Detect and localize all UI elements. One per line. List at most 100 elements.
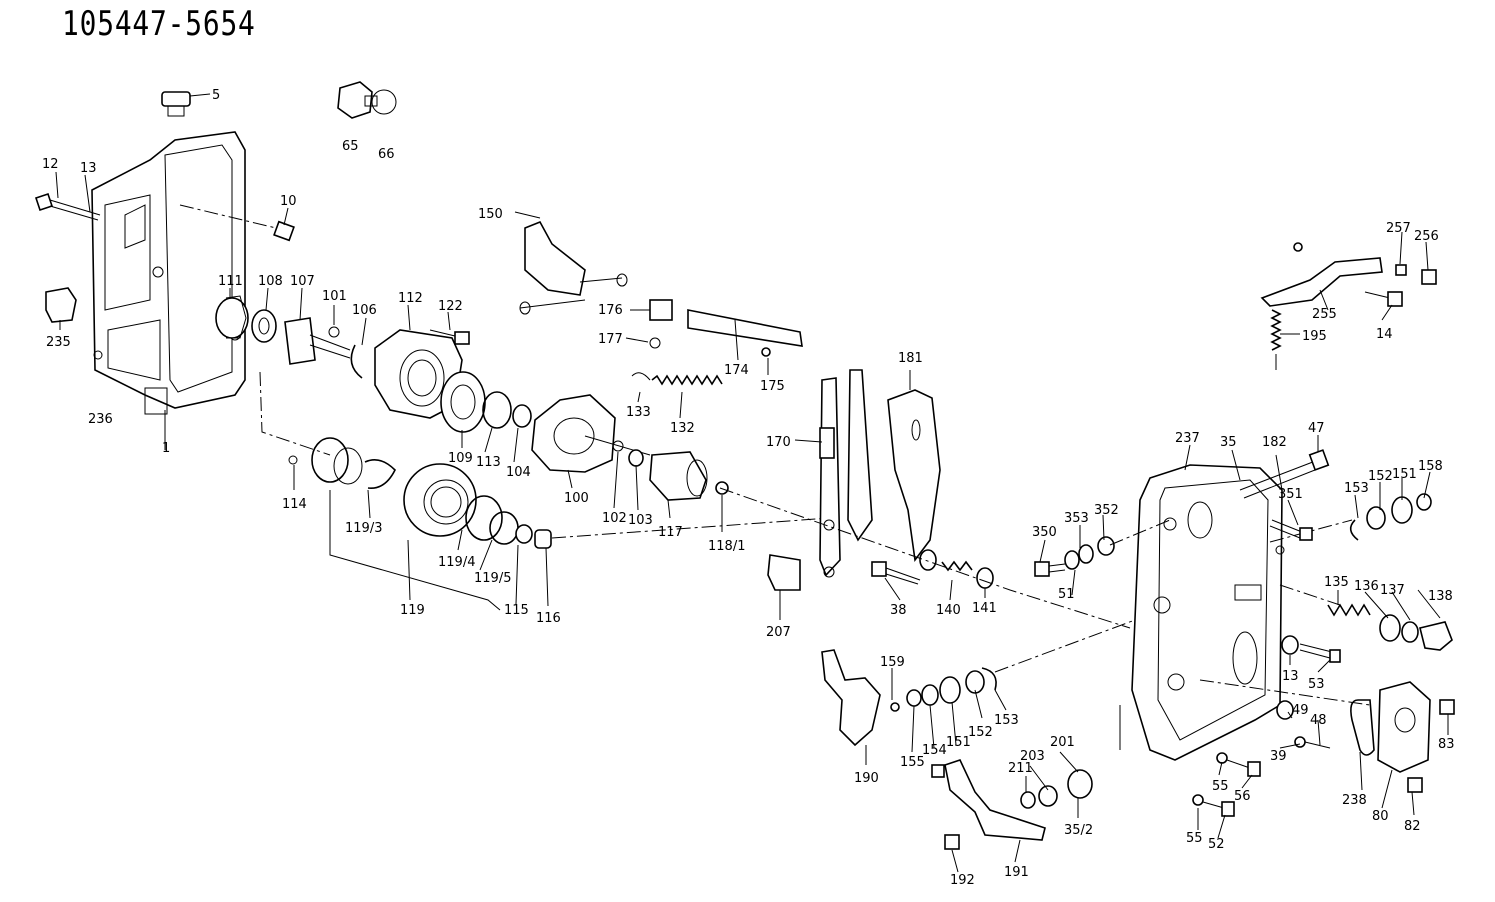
part-label: 35 — [1220, 435, 1237, 450]
part-label: 255 — [1312, 307, 1337, 322]
screws-55-52-56 — [1192, 752, 1261, 817]
bracket-235 — [45, 287, 77, 323]
part-label: 12 — [42, 157, 59, 172]
diagram-title: 105447-5654 — [62, 4, 256, 44]
part-label: 152 — [1368, 469, 1393, 484]
washer-104 — [512, 404, 532, 428]
part-label: 159 — [880, 655, 905, 670]
washer-118-1 — [715, 481, 729, 495]
part-label: 176 — [598, 303, 623, 318]
part-label: 154 — [922, 743, 947, 758]
part-label: 38 — [890, 603, 907, 618]
spring-135-cap-138 — [1327, 603, 1453, 651]
cover-right-151-158 — [1349, 493, 1432, 541]
lever-150 — [519, 220, 628, 315]
part-label: 237 — [1175, 431, 1200, 446]
part-label: 122 — [438, 299, 463, 314]
part-label: 351 — [1278, 487, 1303, 502]
part-label: 66 — [378, 147, 395, 162]
part-label: 151 — [1392, 467, 1417, 482]
bolt-51 — [1269, 519, 1313, 541]
part-label: 101 — [322, 289, 347, 304]
part-label: 49 — [1292, 703, 1309, 718]
part-label: 238 — [1342, 793, 1367, 808]
part-label: 138 — [1428, 589, 1453, 604]
cap-nut-65-66 — [337, 81, 397, 119]
plug-5 — [161, 91, 211, 117]
part-label: 118/1 — [708, 539, 745, 554]
part-label: 55 — [1186, 831, 1203, 846]
part-label: 115 — [504, 603, 529, 618]
part-label: 191 — [1004, 865, 1029, 880]
part-label: 56 — [1234, 789, 1251, 804]
part-label: 39 — [1270, 749, 1287, 764]
part-label: 152 — [968, 725, 993, 740]
switch-207 — [767, 554, 801, 591]
part-label: 256 — [1414, 229, 1439, 244]
snap-ring-113 — [482, 391, 512, 429]
part-label: 195 — [1302, 329, 1327, 344]
part-label: 111 — [218, 274, 243, 289]
part-label: 117 — [658, 525, 683, 540]
bolt-351-washers — [1034, 519, 1171, 577]
bolt-53-13 — [1281, 635, 1341, 663]
part-label: 170 — [766, 435, 791, 450]
part-label: 158 — [1418, 459, 1443, 474]
part-label: 235 — [46, 335, 71, 350]
part-label: 102 — [602, 511, 627, 526]
link-plate-174-176 — [649, 299, 803, 357]
part-number-labels: 5 65 66 12 13 10 235 236 1 111 108 107 1… — [42, 88, 1455, 888]
part-label: 153 — [994, 713, 1019, 728]
washer-101 — [328, 326, 340, 338]
lever-190 — [821, 619, 1136, 747]
sleeve-117 — [649, 451, 708, 501]
part-label: 107 — [290, 274, 315, 289]
bolt-12 — [34, 192, 101, 221]
part-label: 201 — [1050, 735, 1075, 750]
part-label: 1 — [162, 441, 170, 456]
screw-10 — [179, 204, 295, 242]
part-label: 350 — [1032, 525, 1057, 540]
part-label: 53 — [1308, 677, 1325, 692]
part-label: 136 — [1354, 579, 1379, 594]
part-label: 153 — [1344, 481, 1369, 496]
part-label: 113 — [476, 455, 501, 470]
part-label: 10 — [280, 194, 297, 209]
part-label: 352 — [1094, 503, 1119, 518]
part-label: 48 — [1310, 713, 1327, 728]
part-label: 65 — [342, 139, 359, 154]
part-label: 257 — [1386, 221, 1411, 236]
part-label: 108 — [258, 274, 283, 289]
part-label: 203 — [1020, 749, 1045, 764]
part-label: 83 — [1438, 737, 1455, 752]
part-label: 177 — [598, 332, 623, 347]
flyweight-holder-100 — [531, 394, 651, 473]
part-label: 119 — [400, 603, 425, 618]
lever-181 — [887, 389, 941, 563]
part-label: 104 — [506, 465, 531, 480]
part-label: 132 — [670, 421, 695, 436]
screws-48-49 — [1276, 700, 1331, 749]
part-label: 140 — [936, 603, 961, 618]
part-label: 51 — [1058, 587, 1075, 602]
part-label: 5 — [212, 88, 220, 103]
part-label: 80 — [1372, 809, 1389, 824]
part-label: 114 — [282, 497, 307, 512]
part-label: 190 — [854, 771, 879, 786]
part-label: 109 — [448, 451, 473, 466]
part-label: 13 — [80, 161, 97, 176]
part-label: 182 — [1262, 435, 1287, 450]
part-label: 174 — [724, 363, 749, 378]
part-label: 133 — [626, 405, 651, 420]
part-label: 181 — [898, 351, 923, 366]
part-label: 155 — [900, 755, 925, 770]
part-label: 13 — [1282, 669, 1299, 684]
part-label: 192 — [950, 873, 975, 888]
lever-191 — [931, 759, 1093, 850]
cover-80-gasket-238 — [1350, 681, 1455, 793]
part-label: 103 — [628, 513, 653, 528]
part-label: 52 — [1208, 837, 1225, 852]
levers-170 — [819, 369, 873, 578]
part-label: 135 — [1324, 575, 1349, 590]
bearing-108 — [251, 309, 277, 343]
